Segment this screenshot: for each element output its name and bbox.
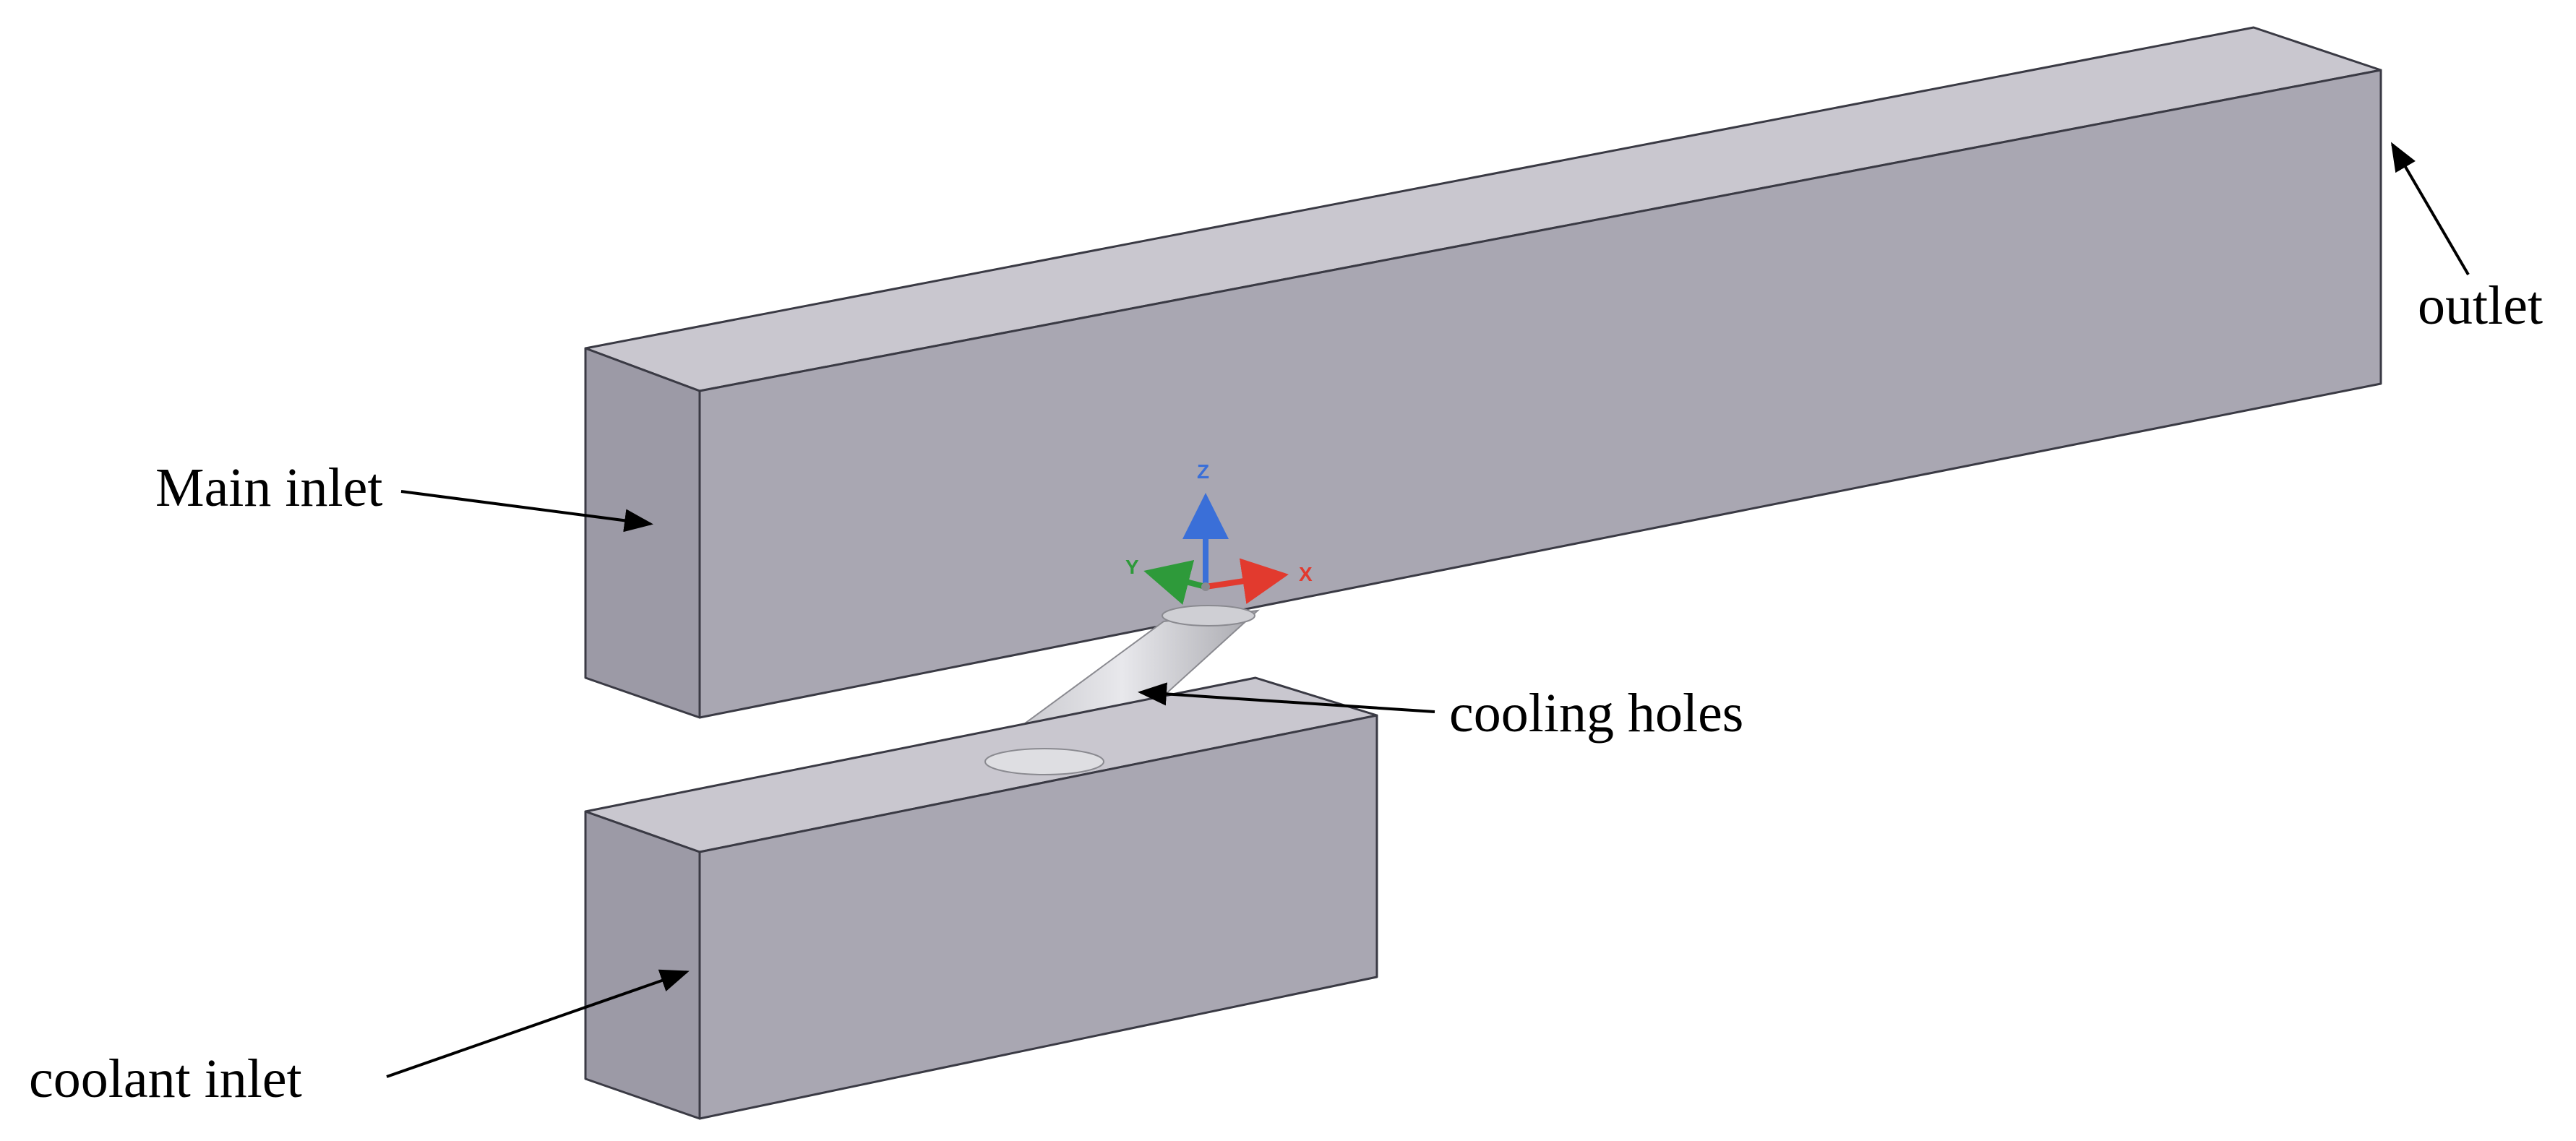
main-inlet-label: Main inlet: [155, 457, 383, 518]
cooling-hole-inlet-ellipse: [984, 748, 1104, 775]
y-axis-arrow: [1143, 559, 1206, 605]
cooling-hole-top-ellipse: [1162, 605, 1255, 627]
cooling-holes-label: cooling holes: [1449, 683, 1743, 744]
coolant-inlet-label: coolant inlet: [29, 1049, 302, 1109]
main-channel-block: [584, 26, 2382, 719]
x-axis-arrow: [1205, 558, 1289, 604]
coolant-plenum-block: [584, 676, 1378, 1120]
coordinate-axes: Z X Y: [1125, 460, 1313, 605]
y-axis-label: Y: [1125, 556, 1139, 578]
coolant-inlet-arrow: [386, 969, 690, 1078]
main-inlet-arrow: [400, 490, 653, 533]
main-channel-end-face: [584, 347, 701, 719]
outlet-arrow: [2390, 142, 2470, 276]
outlet-label: outlet: [2418, 275, 2543, 336]
axes-origin: [1201, 582, 1210, 591]
x-axis-label: X: [1299, 563, 1313, 585]
leader-arrows: [386, 142, 2470, 1078]
coolant-plenum-end-face: [584, 810, 701, 1120]
z-axis-label: Z: [1197, 460, 1209, 483]
cooling-holes-arrow: [1138, 682, 1435, 713]
